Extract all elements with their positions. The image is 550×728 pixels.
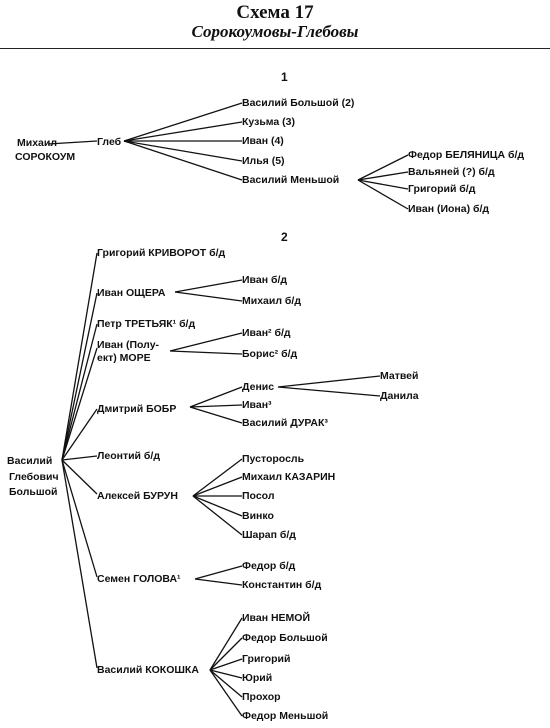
node-grigory: Григорий [242,653,290,665]
section-number-2: 2 [281,230,288,244]
scheme-subtitle: Сорокоумовы-Глебовы [191,22,359,41]
node-semen-golova: Семен ГОЛОВА¹ [97,573,181,585]
scheme-title: Схема 17 [236,2,314,23]
tree-2-lines [61,252,381,717]
node-vasily-root: Василий [7,455,52,467]
node-prokhor: Прохор [242,691,281,703]
node-denis: Денис [242,381,274,393]
node-ilya: Илья (5) [242,155,285,167]
node-pustorosl: Пусторосль [242,453,305,465]
node-fedor-bolshoy: Федор Большой [242,632,328,644]
node-ivan-iona: Иван (Иона) б/д [408,203,489,215]
node-fedor-belyanitsa: Федор БЕЛЯНИЦА б/д [408,149,524,161]
node-valyaney: Вальяней (?) б/д [408,166,495,178]
node-kuzma: Кузьма (3) [242,116,295,128]
node-fedor-menshoy: Федор Меньшой [242,710,328,722]
node-yury: Юрий [242,672,272,684]
node-grigory-bd: Григорий б/д [408,183,476,195]
node-vasily-menshoy: Василий Меньшой [242,174,339,186]
node-ivan: Иван (4) [242,135,284,147]
node-dmitry-bobr: Дмитрий БОБР [97,403,176,415]
node-posol: Посол [242,490,274,502]
node-mikhail-sorokoum: СОРОКОУМ [15,151,75,163]
tree-1-lines [47,102,409,210]
node-fedor-bd: Федор б/д [242,560,296,572]
node-ivan-oshchera: Иван ОЩЕРА [97,287,166,299]
node-vasily-bolshoy-root: Большой [9,486,57,498]
node-ivan-nemoy: Иван НЕМОЙ [242,611,310,624]
node-grigory-krivorot: Григорий КРИВОРОТ б/д [97,247,226,259]
node-sharap-bd: Шарап б/д [242,529,296,541]
node-aleksey-burun: Алексей БУРУН [97,490,178,502]
node-mikhail: Михаил [17,137,57,149]
node-konstantin-bd: Константин б/д [242,579,322,591]
header-rule [0,48,550,49]
node-leonty-bd: Леонтий б/д [97,450,160,462]
node-mikhail-kazarin: Михаил КАЗАРИН [242,471,335,483]
node-ivan-more: ект) МОРЕ [97,352,151,364]
node-ivan-bd: Иван б/д [242,274,287,286]
section-number-1: 1 [281,70,288,84]
node-gleb: Глеб [97,136,122,148]
node-ivan2-bd: Иван² б/д [242,327,291,339]
node-ivan3: Иван³ [242,399,272,411]
node-boris2-bd: Борис² б/д [242,348,297,360]
node-vinko: Винко [242,510,274,522]
node-vasily-bolshoy: Василий Большой (2) [242,97,354,109]
node-vasily-kokoshka: Василий КОКОШКА [97,664,199,676]
node-vasily-glebovich: Глебович [9,471,59,483]
node-petr-tretyak: Петр ТРЕТЬЯК¹ б/д [97,318,195,330]
node-vasily-durak: Василий ДУРАК³ [242,417,328,429]
node-ivan-poluekt: Иван (Полу- [97,339,160,351]
node-danila: Данила [380,390,419,402]
node-mikhail-bd: Михаил б/д [242,295,301,307]
node-matvey: Матвей [380,370,418,382]
